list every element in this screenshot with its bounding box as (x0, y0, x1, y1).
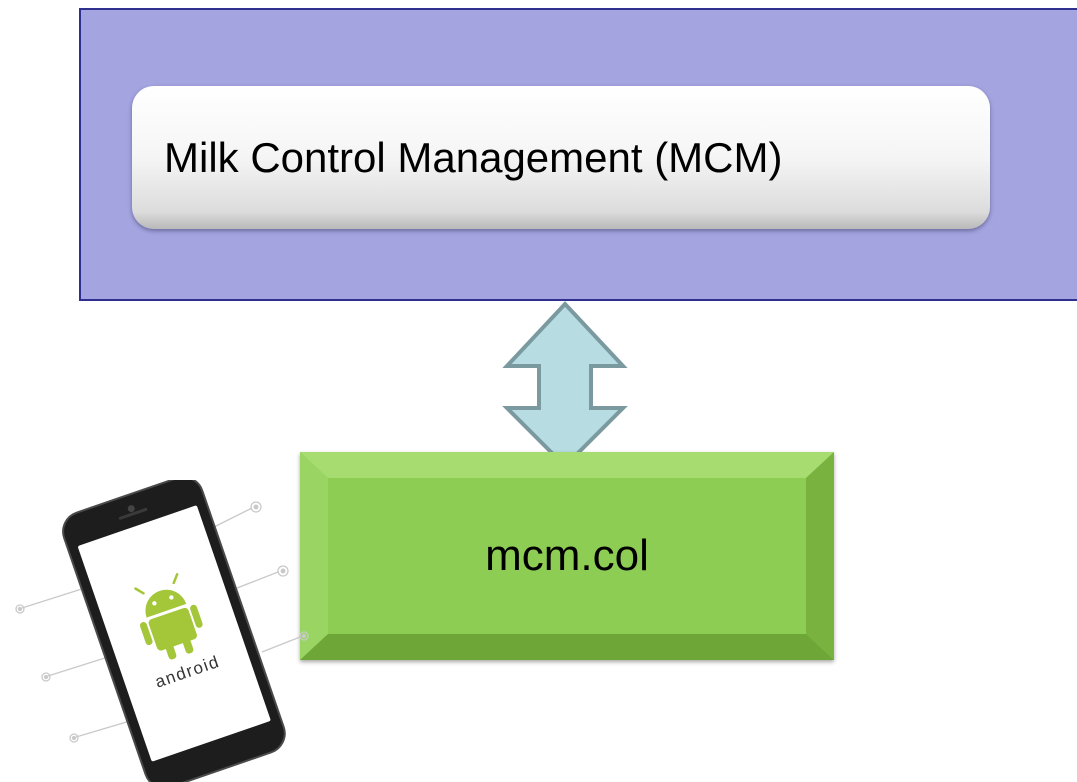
mcm-title-box: Milk Control Management (MCM) (132, 86, 990, 229)
phone-body: android (62, 480, 286, 782)
double-headed-vertical-arrow-icon (502, 301, 628, 469)
circuit-lines (15, 501, 309, 743)
mcm-title: Milk Control Management (MCM) (164, 133, 783, 181)
arrow-shape (502, 301, 628, 469)
android-robot-icon (134, 573, 203, 660)
bevel-frame (300, 452, 834, 660)
mcm-col-box: mcm.col (300, 452, 834, 660)
mcm-col-label: mcm.col (485, 531, 649, 580)
android-phone-illustration: android (15, 480, 309, 782)
